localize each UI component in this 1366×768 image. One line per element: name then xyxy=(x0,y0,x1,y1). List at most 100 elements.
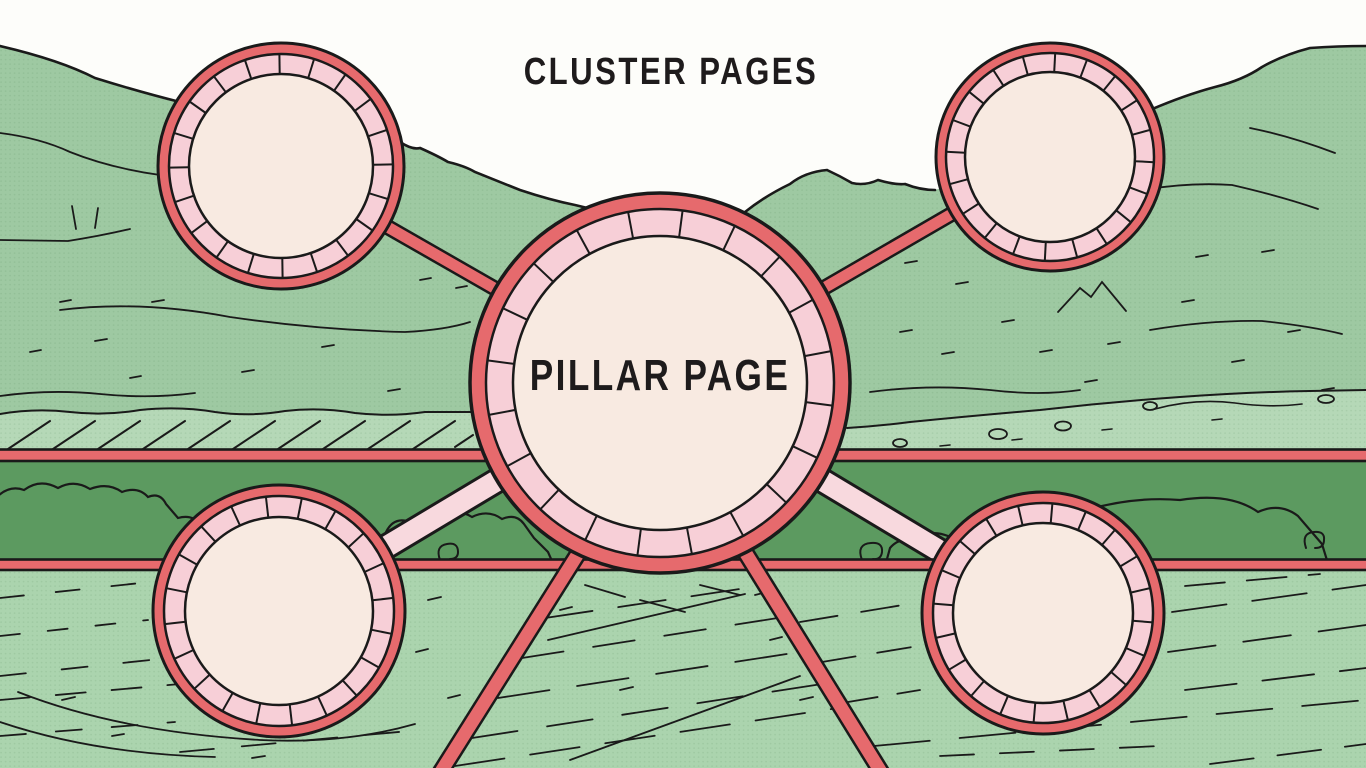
ring-segment-line xyxy=(933,602,954,607)
ring-segment-line xyxy=(190,220,208,234)
cluster-node-bottom-left xyxy=(151,483,407,739)
ring-segment-line xyxy=(502,307,528,321)
ring-segment-line xyxy=(296,498,303,520)
ring-segment-line xyxy=(1021,56,1029,76)
ring-segment-line xyxy=(246,253,255,274)
pillar-page-label: PILLAR PAGE xyxy=(529,351,791,400)
ring-segment-line xyxy=(370,628,392,635)
ring-segment-line xyxy=(539,489,560,510)
ring-segment-line xyxy=(760,256,781,277)
ring-segment-line xyxy=(792,445,818,459)
cluster-node-top-left xyxy=(156,41,406,291)
ring-segment-line xyxy=(367,128,388,138)
ring-segment-line xyxy=(1095,227,1108,245)
ring-segment-line xyxy=(213,75,227,93)
ring-segment-line xyxy=(324,510,337,530)
ring-segment-line xyxy=(1115,209,1132,224)
ring-segment-line xyxy=(678,210,684,238)
ring-segment-line xyxy=(1043,241,1047,261)
ring-segment-line xyxy=(166,587,188,594)
ring-segment-line xyxy=(173,131,194,140)
ring-segment-line xyxy=(317,696,328,717)
ring-segment-line xyxy=(999,695,1009,715)
ring-segment-line xyxy=(1129,186,1148,195)
ring-segment-line xyxy=(174,194,195,204)
ring-segment-line xyxy=(533,262,554,283)
ring-segment-line xyxy=(985,518,998,537)
ring-segment-line xyxy=(347,532,365,549)
ring-segment-line xyxy=(264,496,270,518)
hill-ridge-lines xyxy=(0,44,1366,217)
ring-segment-line xyxy=(200,525,217,543)
ring-segment-line xyxy=(729,511,745,537)
ring-segment-line xyxy=(164,620,186,626)
ring-segment-line xyxy=(805,401,833,407)
ring-segment-line xyxy=(1077,511,1087,531)
ring-segment-line xyxy=(1049,503,1054,524)
ring-segment-line xyxy=(968,90,985,105)
ring-segment-line xyxy=(788,298,814,314)
cluster-node-bottom-right xyxy=(920,490,1166,736)
ring-segment-line xyxy=(243,59,253,80)
ring-segment-line xyxy=(970,680,985,697)
ring-segment-line xyxy=(1071,238,1079,258)
cluster-node-top-right xyxy=(934,41,1166,273)
ring-segment-line xyxy=(946,150,966,154)
ring-segment-line xyxy=(355,218,374,232)
ring-segment-line xyxy=(1079,59,1088,78)
ring-segment-line xyxy=(1134,160,1154,164)
ring-segment-line xyxy=(983,222,998,239)
ring-segment-line xyxy=(221,692,234,712)
ring-segment-line xyxy=(962,202,980,215)
ring-segment-line xyxy=(959,540,976,555)
page-title: CLUSTER PAGES xyxy=(523,51,819,93)
ring-segment-line xyxy=(627,211,635,239)
ring-segment-line xyxy=(193,673,211,690)
ring-segment-line xyxy=(368,192,389,201)
ring-segment-line xyxy=(215,240,229,259)
stones xyxy=(879,394,1335,453)
ring-segment-line xyxy=(341,679,358,697)
ring-segment-line xyxy=(1130,587,1151,594)
ring-segment-line xyxy=(335,239,349,257)
ring-segment-line xyxy=(766,483,787,504)
ring-segment-line xyxy=(804,350,832,358)
ring-segment-line xyxy=(309,252,319,273)
ring-segment-line xyxy=(575,229,591,255)
ring-segment-line xyxy=(992,69,1005,87)
ring-segment-line xyxy=(1101,529,1116,546)
ring-segment-line xyxy=(1120,99,1138,112)
ring-segment-line xyxy=(584,515,598,541)
ring-segment-line xyxy=(487,359,515,365)
strip-hatch-lines xyxy=(7,420,474,450)
ring-segment-line xyxy=(1125,647,1145,657)
ring-segment-line xyxy=(360,656,380,669)
ring-segment-line xyxy=(488,408,516,416)
field-texture xyxy=(0,573,1366,767)
ring-segment-line xyxy=(685,527,693,555)
ring-segment-line xyxy=(1119,555,1138,568)
ring-segment-line xyxy=(1012,236,1021,255)
ring-segment-line xyxy=(333,73,347,92)
ring-segment-line xyxy=(255,702,262,724)
ring-segment-line xyxy=(372,596,394,602)
meadow-strip xyxy=(0,389,1366,462)
ring-segment-line xyxy=(178,553,198,566)
ring-segment-line xyxy=(1088,689,1101,708)
ring-segment-line xyxy=(288,704,294,726)
hills xyxy=(0,44,1366,460)
ring-segment-line xyxy=(949,178,969,186)
ring-segment-line xyxy=(1102,75,1117,92)
ring-segment-line xyxy=(1132,619,1153,624)
ring-segment-line xyxy=(188,100,207,114)
ring-segment-line xyxy=(722,225,736,251)
ring-segment-line xyxy=(636,528,642,556)
ring-segment-line xyxy=(1032,702,1037,723)
ring-segment-line xyxy=(1131,128,1151,136)
ring-segment-line xyxy=(307,58,316,79)
ring-segment-line xyxy=(230,505,241,526)
pillar-page-node xyxy=(468,191,852,575)
ring-segment-line xyxy=(941,569,961,579)
